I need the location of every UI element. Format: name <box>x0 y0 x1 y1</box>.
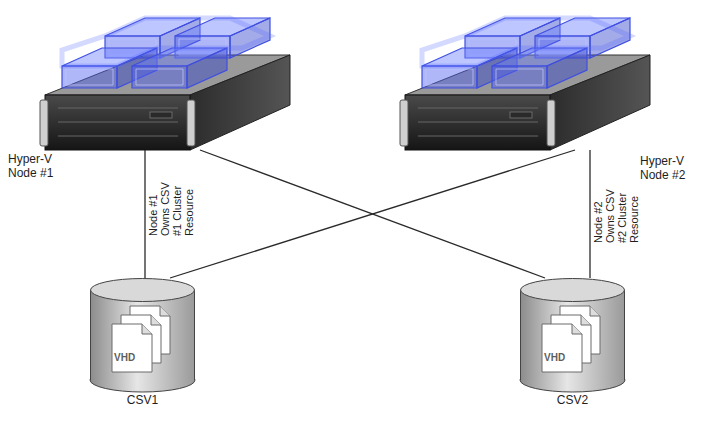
node-name: Hyper-V Node #1 <box>8 153 80 181</box>
server-node: Hyper-V Node #2 <box>405 5 650 150</box>
edge-label: Node #2 Owns CSV #2 Cluster Resource <box>592 181 640 243</box>
file-label: VHD <box>544 352 580 364</box>
file-label: VHD <box>114 352 150 364</box>
connector-line <box>170 150 575 278</box>
csv-volume: VHDCSV1 <box>90 278 195 390</box>
connector-line <box>589 150 590 278</box>
csv-volume: VHDCSV2 <box>520 278 625 390</box>
storage-cylinder <box>90 279 195 393</box>
volume-name: CSV2 <box>520 394 625 408</box>
connector-line <box>144 150 145 278</box>
server-illustration <box>40 18 290 150</box>
edge-label: Node #1 Owns CSV #1 Cluster Resource <box>147 174 195 236</box>
node-name: Hyper-V Node #2 <box>640 155 698 183</box>
storage-cylinder <box>520 279 625 393</box>
server-illustration <box>400 18 650 150</box>
server-node: Hyper-V Node #1 <box>45 5 290 150</box>
volume-name: CSV1 <box>90 394 195 408</box>
